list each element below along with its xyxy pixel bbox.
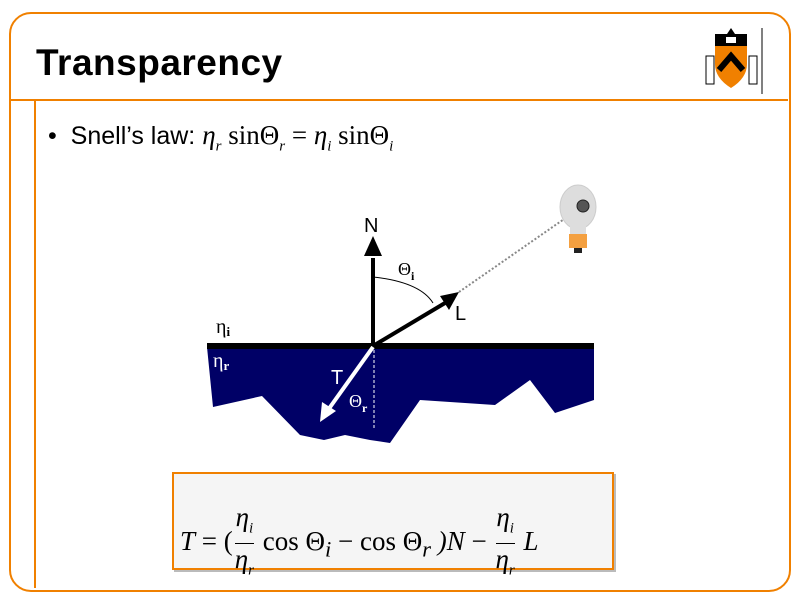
light-arrow xyxy=(371,301,447,348)
light-arrowhead-icon xyxy=(440,292,459,310)
transmitted-arrowhead-icon xyxy=(320,402,336,422)
label-N: N xyxy=(364,215,378,237)
left-rule xyxy=(34,100,36,588)
svg-text:Θi: Θi xyxy=(398,259,415,283)
svg-text:ηr: ηr xyxy=(213,350,229,373)
surface-line xyxy=(207,343,594,349)
slide-title: Transparency xyxy=(36,42,283,83)
snell-equation: ηr sinΘr = ηi sinΘi xyxy=(202,120,394,155)
light-ray-dotted xyxy=(458,207,581,293)
label-L: L xyxy=(455,303,466,325)
bullet-dot: • xyxy=(48,122,71,150)
university-shield-logo xyxy=(705,28,763,94)
slide-frame xyxy=(9,12,791,592)
snell-law-bullet: • Snell’s law: ηr sinΘr = ηi sinΘi xyxy=(48,120,393,155)
svg-text:Θr: Θr xyxy=(349,391,368,415)
label-T: T xyxy=(331,367,343,389)
normal-arrowhead-icon xyxy=(364,236,382,256)
transmitted-arrow xyxy=(326,345,375,412)
header-divider xyxy=(10,99,788,101)
svg-text:ηi: ηi xyxy=(216,316,230,339)
light-bulb-icon xyxy=(559,184,597,253)
theta-i-arc xyxy=(372,276,434,304)
refractive-material xyxy=(207,347,594,443)
bullet-label: Snell’s law: xyxy=(70,122,196,150)
